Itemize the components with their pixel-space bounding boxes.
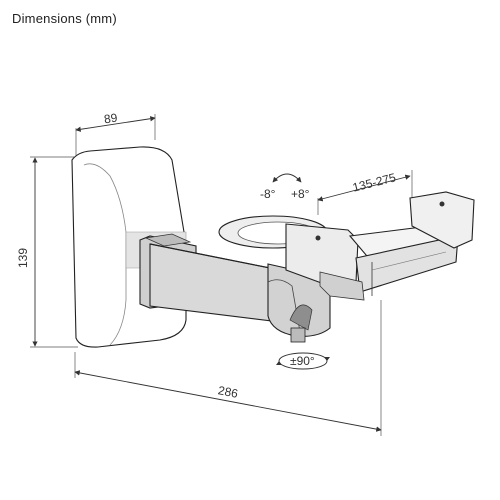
tilt-label-left: -8° [260, 187, 276, 201]
dimension-length-286: 286 [74, 300, 382, 436]
dimension-label-range: 135-275 [351, 170, 397, 194]
tilt-indicator: -8° +8° [260, 173, 310, 201]
tilt-label-right: +8° [291, 187, 310, 201]
dimension-height-139: 139 [16, 156, 82, 348]
swivel-label: ±90° [290, 354, 315, 368]
bracket-arm [139, 233, 331, 343]
diagram-caption: Dimensions (mm) [12, 11, 117, 26]
dimension-label-width: 89 [103, 111, 118, 127]
dimension-width-89: 89 [75, 111, 156, 158]
speaker-tray [285, 191, 475, 301]
dimension-label-height: 139 [16, 248, 30, 268]
dimension-label-length: 286 [217, 383, 240, 401]
dimension-range-135-275: 135-275 [317, 170, 413, 215]
swivel-indicator: ±90° [276, 352, 330, 370]
